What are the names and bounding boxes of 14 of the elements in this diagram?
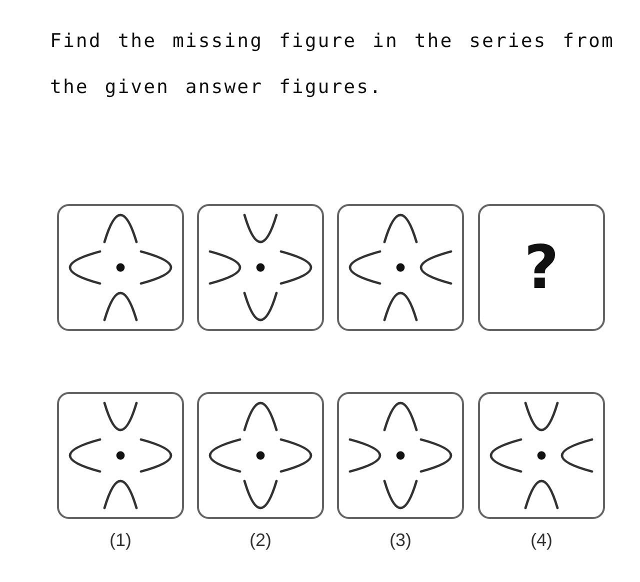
option-number: (1) [110,529,132,551]
option-number: (3) [390,529,412,551]
question-text: Find the missing figure in the series from the given answer figures. [50,29,616,100]
question-mark: ? [524,238,559,298]
figure-box [337,392,464,519]
figure-box [57,392,184,519]
option-number: (4) [530,529,552,551]
figure-box [478,392,605,519]
figure-box [197,204,324,331]
option-number: (2) [250,529,272,551]
figure-box [478,204,605,331]
figure-box [337,204,464,331]
figure-box [197,392,324,519]
figure-box [57,204,184,331]
